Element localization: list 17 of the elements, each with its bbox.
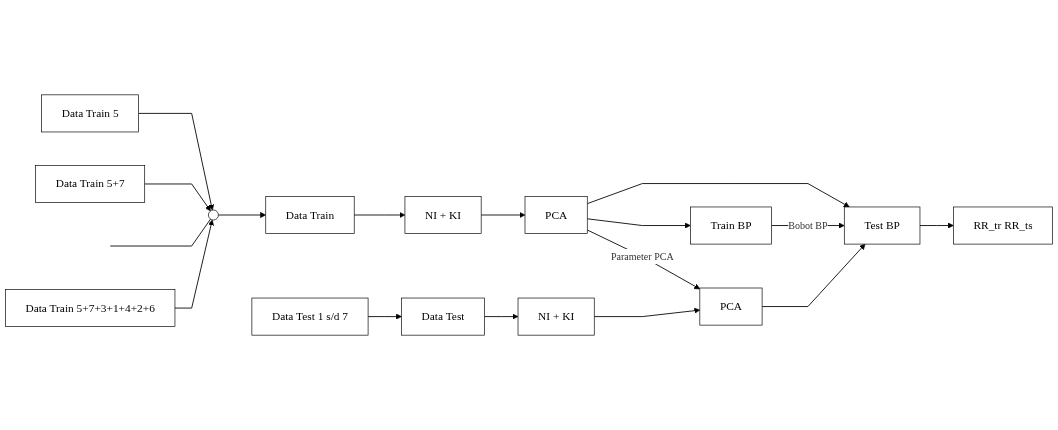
edge-label: Bobot BP	[788, 220, 828, 231]
node-box: Test BP	[843, 206, 921, 245]
node-box: Data Train 5+7+3+1+4+2+6	[5, 289, 176, 327]
node-box: Data Train 5	[41, 94, 139, 133]
connector	[109, 218, 211, 247]
node-box: Data Test	[401, 297, 485, 336]
node-box: PCA	[524, 196, 588, 234]
node-box: Data Test 1 s/d 7	[251, 297, 369, 336]
node-box: RR_tr RR_ts	[953, 206, 1053, 245]
node-box: Data Train 5+7	[35, 165, 146, 203]
node-box: NI + KI	[404, 196, 482, 234]
node-box: Train BP	[690, 206, 772, 245]
edge-label: Parameter PCA	[610, 250, 674, 262]
node-box: NI + KI	[517, 297, 595, 336]
node-box: Data Train	[265, 196, 355, 234]
node-box: PCA	[699, 287, 763, 326]
node-picture	[208, 209, 219, 221]
